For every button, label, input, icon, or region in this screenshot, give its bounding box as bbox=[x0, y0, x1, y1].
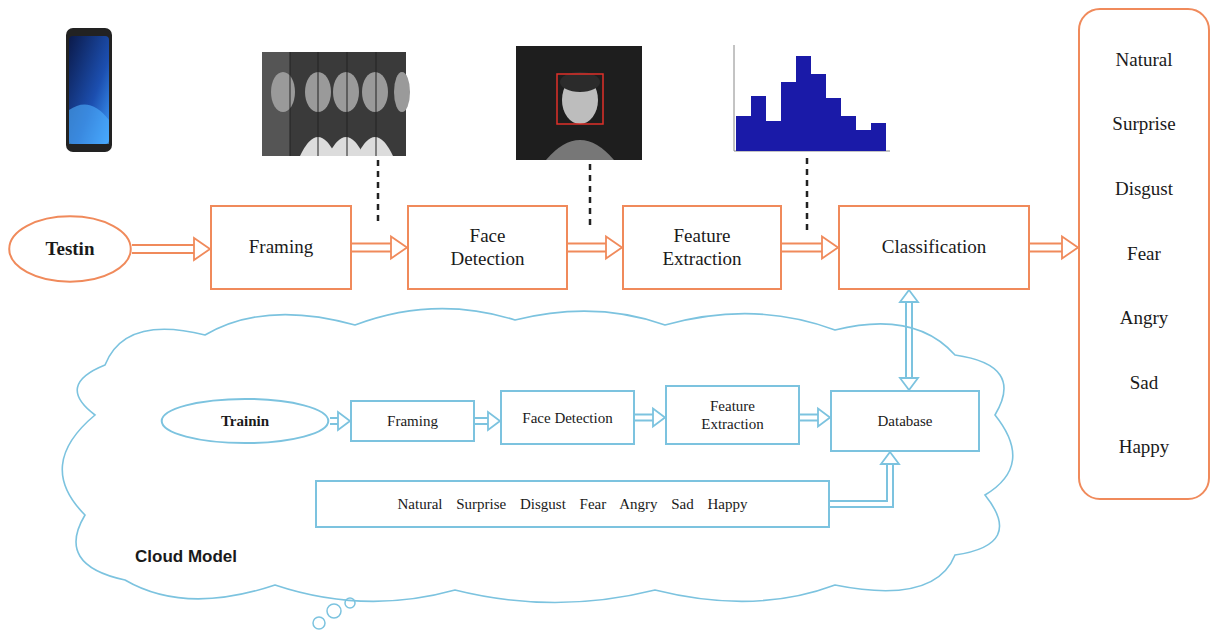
arrow-shaft-inner bbox=[132, 246, 194, 252]
arrow-head bbox=[606, 237, 622, 259]
process-box: Classification bbox=[838, 205, 1030, 290]
arrow-shaft-inner bbox=[352, 245, 391, 251]
arrow-shaft-inner bbox=[907, 302, 911, 378]
emotion-label: Sad bbox=[1130, 372, 1159, 395]
arrow-head bbox=[1062, 237, 1078, 259]
arrow-head bbox=[881, 452, 899, 464]
face-detection-picture bbox=[516, 46, 642, 160]
hollow-arrow bbox=[1030, 237, 1078, 259]
hollow-arrow bbox=[900, 290, 918, 390]
arrow-head bbox=[391, 237, 407, 259]
box-label: Testin bbox=[46, 238, 95, 261]
arrow-shaft-inner bbox=[330, 419, 338, 423]
hollow-arrow bbox=[782, 237, 838, 259]
arrow-shaft bbox=[330, 417, 338, 425]
start-ellipse: Trainin bbox=[160, 398, 330, 444]
process-box: Framing bbox=[350, 400, 475, 442]
emotion-label: Happy bbox=[1119, 436, 1170, 459]
box-label: Database bbox=[878, 412, 933, 430]
arrow-shaft-inner bbox=[1030, 245, 1062, 251]
hollow-arrow bbox=[352, 237, 407, 259]
arrow-shaft bbox=[800, 414, 818, 422]
arrow-head bbox=[900, 290, 918, 302]
video-frames-picture bbox=[262, 52, 410, 156]
arrow-shaft bbox=[568, 243, 606, 253]
hollow-arrow bbox=[800, 409, 830, 427]
arrow-shaft bbox=[635, 414, 653, 422]
phone-picture bbox=[66, 28, 112, 152]
box-label: Trainin bbox=[221, 412, 269, 430]
arrow-shaft-inner bbox=[800, 416, 818, 420]
process-box: Face Detection bbox=[500, 390, 635, 445]
hollow-arrow bbox=[635, 409, 665, 427]
start-ellipse: Testin bbox=[8, 215, 132, 283]
emotion-label: Angry bbox=[1120, 307, 1169, 330]
arrow-head bbox=[822, 237, 838, 259]
hollow-arrow bbox=[830, 452, 899, 504]
region-title: Cloud Model bbox=[135, 547, 237, 567]
arrow-shaft bbox=[132, 244, 194, 254]
emotion-label: Fear bbox=[1127, 243, 1161, 266]
arrow-shaft bbox=[782, 243, 822, 253]
database-box: Database bbox=[830, 390, 980, 452]
hollow-arrow bbox=[132, 238, 210, 260]
arrow-head bbox=[653, 409, 665, 427]
process-box: Feature Extraction bbox=[665, 385, 800, 445]
arrow-head bbox=[818, 409, 830, 427]
box-label: Framing bbox=[249, 236, 313, 259]
arrow-shaft-inner bbox=[782, 245, 822, 251]
thought-bubbles bbox=[313, 598, 355, 629]
hollow-arrow bbox=[330, 412, 350, 430]
box-label: Face Detection bbox=[433, 225, 543, 271]
box-label: Feature Extraction bbox=[647, 225, 757, 271]
emotion-label: Natural bbox=[1116, 49, 1173, 72]
box-label: Face Detection bbox=[522, 409, 612, 427]
cloud-region: Cloud Model Trainin Framing Face Detection F… bbox=[35, 295, 1030, 617]
label-box: Natural Surprise Disgust Fear Angry Sad … bbox=[315, 480, 830, 528]
arrow-shaft-inner bbox=[830, 464, 890, 504]
arrow-shaft-inner bbox=[568, 245, 606, 251]
arrow-shaft-inner bbox=[475, 419, 488, 423]
arrow-shaft bbox=[352, 243, 391, 253]
emotion-label: Surprise bbox=[1112, 113, 1175, 136]
process-box: Face Detection bbox=[407, 205, 568, 290]
box-label: Classification bbox=[882, 236, 986, 259]
arrow-shaft bbox=[905, 302, 913, 378]
output-box: NaturalSurpriseDisgustFearAngrySadHappy bbox=[1078, 8, 1210, 500]
box-label: Feature Extraction bbox=[683, 397, 783, 433]
process-box: Feature Extraction bbox=[622, 205, 782, 290]
cloud-outline bbox=[35, 295, 1030, 617]
histogram-picture bbox=[734, 45, 890, 151]
arrow-shaft bbox=[475, 417, 488, 425]
arrow-shaft-inner bbox=[635, 416, 653, 420]
arrow-shaft bbox=[830, 464, 890, 504]
arrow-shaft bbox=[1030, 243, 1062, 253]
box-label: Framing bbox=[387, 412, 438, 430]
process-box: Framing bbox=[210, 205, 352, 290]
box-label: Natural Surprise Disgust Fear Angry Sad … bbox=[398, 495, 748, 513]
arrow-head bbox=[338, 412, 350, 430]
arrow-head bbox=[194, 238, 210, 260]
hollow-arrow bbox=[568, 237, 622, 259]
arrow-head bbox=[488, 412, 500, 430]
emotion-label: Disgust bbox=[1115, 178, 1173, 201]
arrow-head bbox=[900, 378, 918, 390]
hollow-arrow bbox=[475, 412, 500, 430]
